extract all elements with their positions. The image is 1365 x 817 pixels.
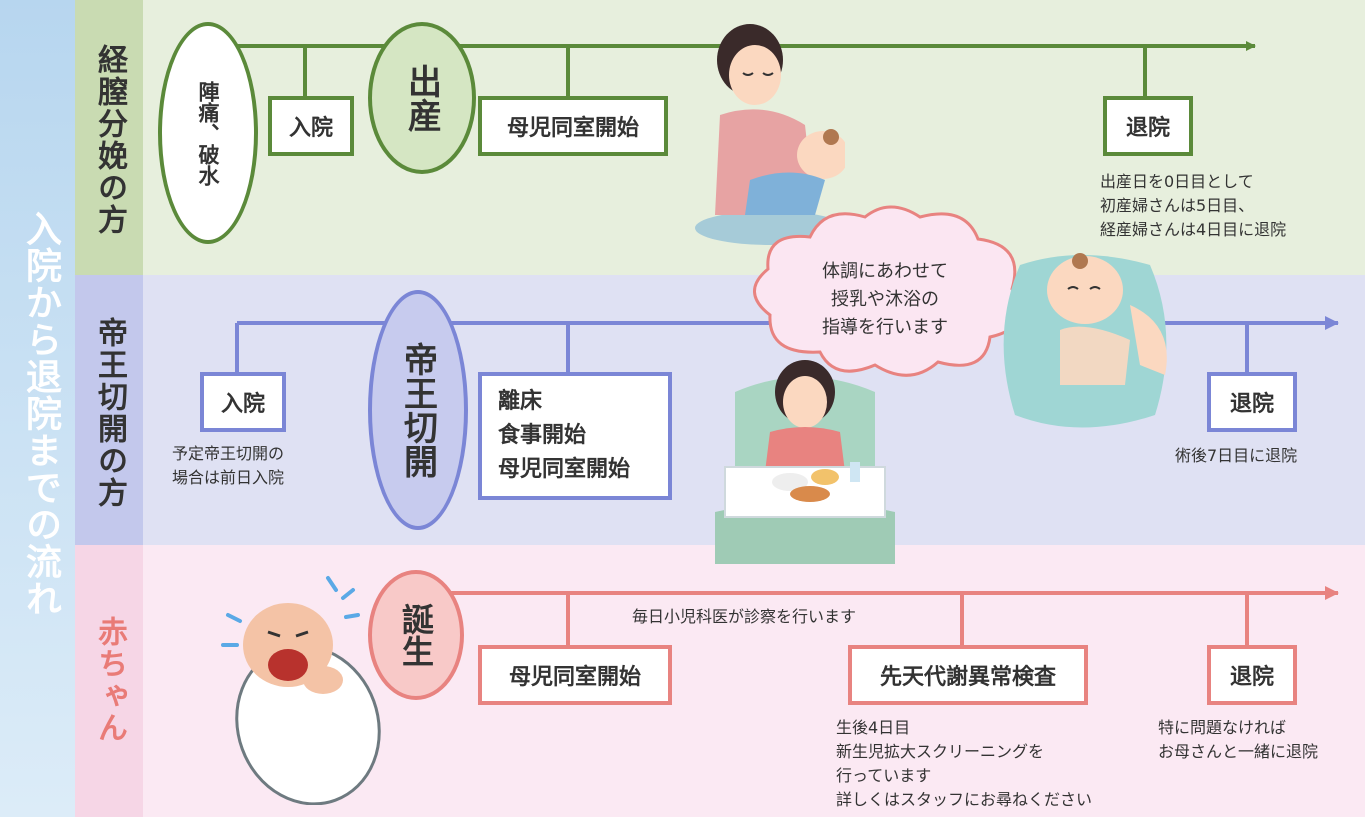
crying-baby-illustration xyxy=(221,576,381,805)
cesarean-row-label: 帝王切開の方 xyxy=(92,316,127,509)
title-column xyxy=(0,0,75,817)
cesarean-discharge-note: 術後7日目に退院 xyxy=(1175,446,1298,465)
vaginal-discharge-note: 出産日を0日目として 初産婦さんは5日目、 経産婦さんは4日目に退院 xyxy=(1100,172,1287,239)
bathing-illustration xyxy=(1003,253,1167,428)
baby-discharge-box: 退院 xyxy=(1207,645,1297,705)
cesarean-admission-box: 入院 xyxy=(200,372,286,432)
vaginal-discharge-box: 退院 xyxy=(1103,96,1193,156)
vaginal-admission-box: 入院 xyxy=(268,96,354,156)
pediatric-note: 毎日小児科医が診察を行います xyxy=(632,607,857,626)
eating-illustration xyxy=(715,360,895,564)
screening-note: 生後4日目 新生児拡大スクリーニングを 行っています 詳しくはスタッフにお尋ねく… xyxy=(836,718,1093,809)
cesarean-oval: 帝王切開 xyxy=(368,290,468,530)
vaginal-rooming-box: 母児同室開始 xyxy=(478,96,668,156)
baby-rooming-box: 母児同室開始 xyxy=(478,645,672,705)
cesarean-label-col xyxy=(75,275,143,545)
baby-row-label: 赤ちゃん xyxy=(92,616,127,744)
page-title: 入院から退院までの流れ xyxy=(20,210,61,617)
cesarean-admission-note: 予定帝王切開の 場合は前日入院 xyxy=(172,444,285,487)
baby-label-col xyxy=(75,545,143,817)
speech-cloud xyxy=(753,205,1022,377)
cloud-text: 体調にあわせて 授乳や沐浴の 指導を行います xyxy=(822,261,948,338)
labor-oval: 陣痛、破水 xyxy=(158,22,258,244)
cesarean-discharge-box: 退院 xyxy=(1207,372,1297,432)
birth-oval: 出産 xyxy=(368,22,476,174)
baby-birth-oval: 誕生 xyxy=(368,570,464,700)
vaginal-label-col xyxy=(75,0,143,275)
baby-discharge-note: 特に問題なければ お母さんと一緒に退院 xyxy=(1158,718,1319,761)
vaginal-row-label: 経膣分娩の方 xyxy=(92,44,127,236)
cesarean-steps-box: 離床 食事開始 母児同室開始 xyxy=(478,372,672,500)
screening-box: 先天代謝異常検査 xyxy=(848,645,1088,705)
